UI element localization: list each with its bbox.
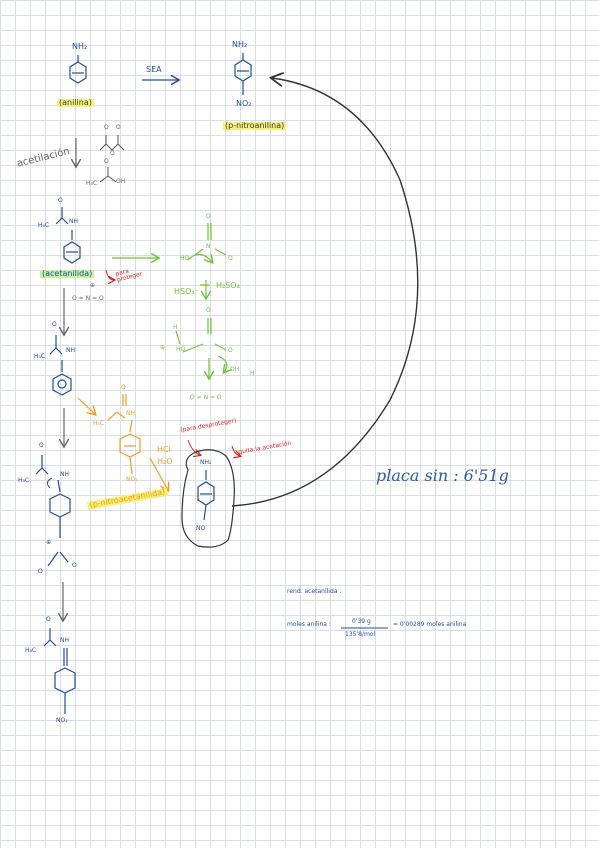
sigma-plus-n-label: ⊕: [46, 539, 52, 546]
green-h2so4-label: H₂SO₄: [216, 281, 240, 290]
green-plus-label: ⊕: [160, 344, 166, 351]
sigma-n-o-top-label: O: [72, 562, 77, 569]
acetanilide-drawing: [55, 207, 81, 264]
orange-o-label: O: [121, 384, 126, 391]
reagent-o1-label: O: [104, 124, 109, 131]
rend-title: rend. acetanilida :: [287, 588, 342, 595]
orange-no2-label: NO₂: [126, 476, 138, 483]
red-arrow-1: [105, 269, 114, 280]
orange-h2o-label: H₂O: [157, 457, 173, 466]
orange-nh-label: NH: [126, 410, 135, 417]
nitronium-plus-1: ⊕: [90, 282, 96, 289]
anhydride-sketch: [99, 135, 125, 151]
intermediate-1-nh-label: NH: [66, 347, 75, 354]
aniline-name: (anilina): [57, 98, 94, 107]
green-o-mid-right-label: O: [228, 347, 233, 354]
intermediate-1-o-label: O: [52, 321, 57, 328]
green-o-mid-label: O: [206, 307, 211, 314]
boxed-nh2-label: NH₂: [200, 459, 212, 466]
green-ho-label: HO: [180, 255, 190, 262]
boxed-no-label: NO: [196, 525, 206, 532]
p-nitroaniline-no2-label: NO₂: [236, 99, 252, 108]
orange-hcl-label: HCl: [157, 445, 171, 454]
acetanilide-h3c-label: H₃C: [38, 222, 50, 229]
aniline-nh2-label: NH₂: [72, 42, 88, 51]
acetic-oh-label: OH: [116, 178, 126, 185]
green-mechanism-drawing: [175, 223, 227, 378]
green-hso4-label: HSO₄⁻: [174, 287, 199, 296]
sigma-nh-label: NH: [60, 471, 69, 478]
moles-result: = 0'00289 moles anilina: [393, 621, 467, 628]
final-nh-label: NH: [60, 637, 69, 644]
p-nitroacetanilide-drawing: [107, 394, 168, 490]
sea-label: SEA: [146, 65, 162, 74]
acetic-acid-sketch: [99, 167, 117, 183]
reagent-o3-label: O: [110, 150, 115, 157]
sigma-h3c-label: H₃C: [18, 477, 30, 484]
sigma-o-label: O: [39, 442, 44, 449]
moles-denominator: 135'8/mol: [345, 631, 376, 638]
green-n-label: N: [206, 243, 211, 250]
green-h2-label: H: [250, 370, 255, 377]
placa-sin-note: placa sin : 6'51g: [376, 466, 509, 485]
sigma-n-o-left-label: O: [38, 568, 43, 575]
moles-label: moles anilina :: [287, 621, 331, 628]
final-no2-label: NO₂: [56, 717, 68, 724]
green-ho2-label: HO: [176, 346, 186, 353]
aniline-ring: [69, 55, 87, 84]
acetic-h3c-label: H₃C: [86, 180, 98, 187]
green-h-label: H: [173, 324, 178, 331]
moles-numerator: 0'39 g: [352, 618, 371, 625]
p-nitroaniline-nh2-label: NH₂: [232, 40, 248, 49]
intermediate-1-drawing: [49, 335, 72, 396]
reagent-o2-label: O: [116, 124, 121, 131]
p-nitroaniline-ring: [234, 53, 252, 95]
final-o-label: O: [46, 616, 51, 623]
p-nitroaniline-name: (p-nitroanilina): [223, 121, 287, 130]
intermediate-1-h3c-label: H₃C: [34, 353, 46, 360]
orange-h3c-label: H₃C: [93, 420, 105, 427]
acetanilide-nh-label: NH: [69, 218, 78, 225]
final-product-drawing: [43, 628, 76, 714]
green-oh-label: OH: [230, 366, 240, 373]
green-nitronium-label: O = N = O: [190, 394, 222, 401]
big-curved-arrow: [231, 78, 419, 507]
acetic-o-label: O: [104, 158, 109, 165]
boxed-product-outline: [181, 449, 235, 548]
sigma-complex-drawing: [35, 455, 71, 567]
nitronium-label-1: O = N = O: [72, 295, 104, 302]
final-h3c-label: H₃C: [25, 647, 37, 654]
green-o-top-label: O: [206, 213, 211, 220]
green-o-right-label: O: [228, 255, 233, 262]
acetanilide-name: (acetanilida): [40, 269, 95, 278]
acetanilide-o-label: O: [58, 197, 63, 204]
